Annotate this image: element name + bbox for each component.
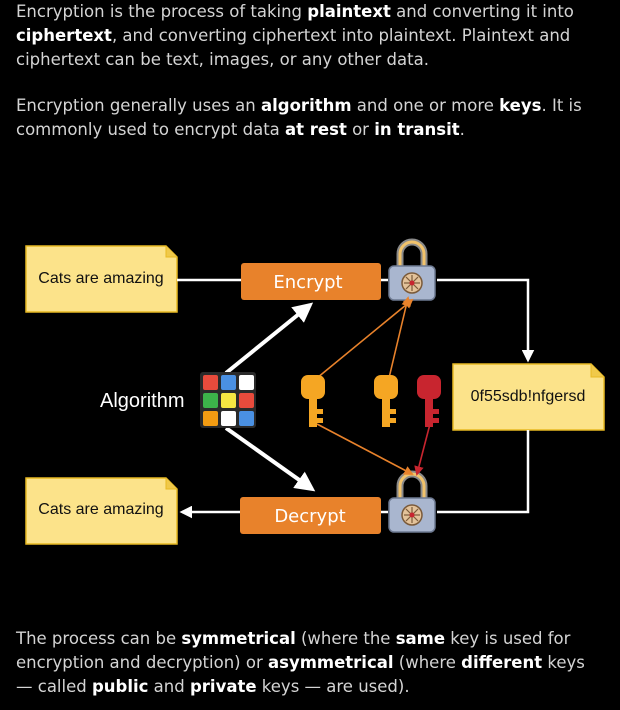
bold-term: keys	[499, 96, 542, 115]
plaintext-note-bottom: Cats are amazing	[25, 477, 178, 545]
bold-term: private	[189, 677, 257, 696]
key-icon	[374, 375, 398, 427]
encrypt-box: Encrypt	[241, 263, 381, 300]
bold-term: different	[461, 653, 543, 672]
text-run: (where	[393, 653, 462, 672]
ciphertext-note: 0f55sdb!nfgersd	[452, 363, 605, 431]
intro-paragraph-2: Encryption generally uses an algorithm a…	[16, 94, 606, 142]
bold-term: at rest	[285, 120, 347, 139]
flow-lines	[177, 278, 535, 519]
encrypt-label: Encrypt	[273, 272, 342, 293]
bold-term: algorithm	[261, 96, 352, 115]
outro-paragraph: The process can be symmetrical (where th…	[16, 627, 606, 699]
bold-term: ciphertext	[16, 26, 112, 45]
plaintext-note-top-text: Cats are amazing	[38, 270, 163, 287]
text-run: Encryption is the process of taking	[16, 2, 308, 21]
text-run: or	[346, 120, 375, 139]
padlock-icon	[389, 242, 435, 300]
key-icon	[417, 375, 441, 427]
algorithm-arrows	[224, 302, 316, 492]
decrypt-label: Decrypt	[274, 506, 345, 527]
text-run: and converting it into	[390, 2, 574, 21]
decrypt-box: Decrypt	[240, 497, 381, 534]
text-run: .	[459, 120, 465, 139]
bold-term: symmetrical	[181, 629, 296, 648]
plaintext-note-bottom-text: Cats are amazing	[38, 501, 163, 518]
bold-term: public	[91, 677, 149, 696]
text-run: keys — are used).	[256, 677, 410, 696]
key-icon	[301, 375, 325, 427]
intro-paragraph-1: Encryption is the process of taking plai…	[16, 0, 606, 72]
plaintext-note-top: Cats are amazing	[25, 245, 178, 313]
key-arrows	[316, 296, 431, 476]
ciphertext-note-text: 0f55sdb!nfgersd	[471, 388, 586, 405]
padlock-icon	[389, 474, 435, 532]
text-run: (where the	[295, 629, 396, 648]
algorithm-label: Algorithm	[100, 390, 184, 412]
bold-term: asymmetrical	[267, 653, 394, 672]
bold-term: same	[395, 629, 446, 648]
text-run: The process can be	[16, 629, 182, 648]
text-run: and	[148, 677, 190, 696]
rubiks-cube-icon	[200, 372, 256, 428]
text-run: keys — called	[16, 653, 585, 696]
text-run: , and converting ciphertext into plainte…	[16, 26, 571, 69]
text-run: key is used for encryption and decryptio…	[16, 629, 571, 672]
text-run: and one or more	[351, 96, 500, 115]
text-run: Encryption generally uses an	[16, 96, 261, 115]
bold-term: plaintext	[307, 2, 391, 21]
text-run: . It is commonly used to encrypt data	[16, 96, 582, 139]
bold-term: in transit	[374, 120, 460, 139]
